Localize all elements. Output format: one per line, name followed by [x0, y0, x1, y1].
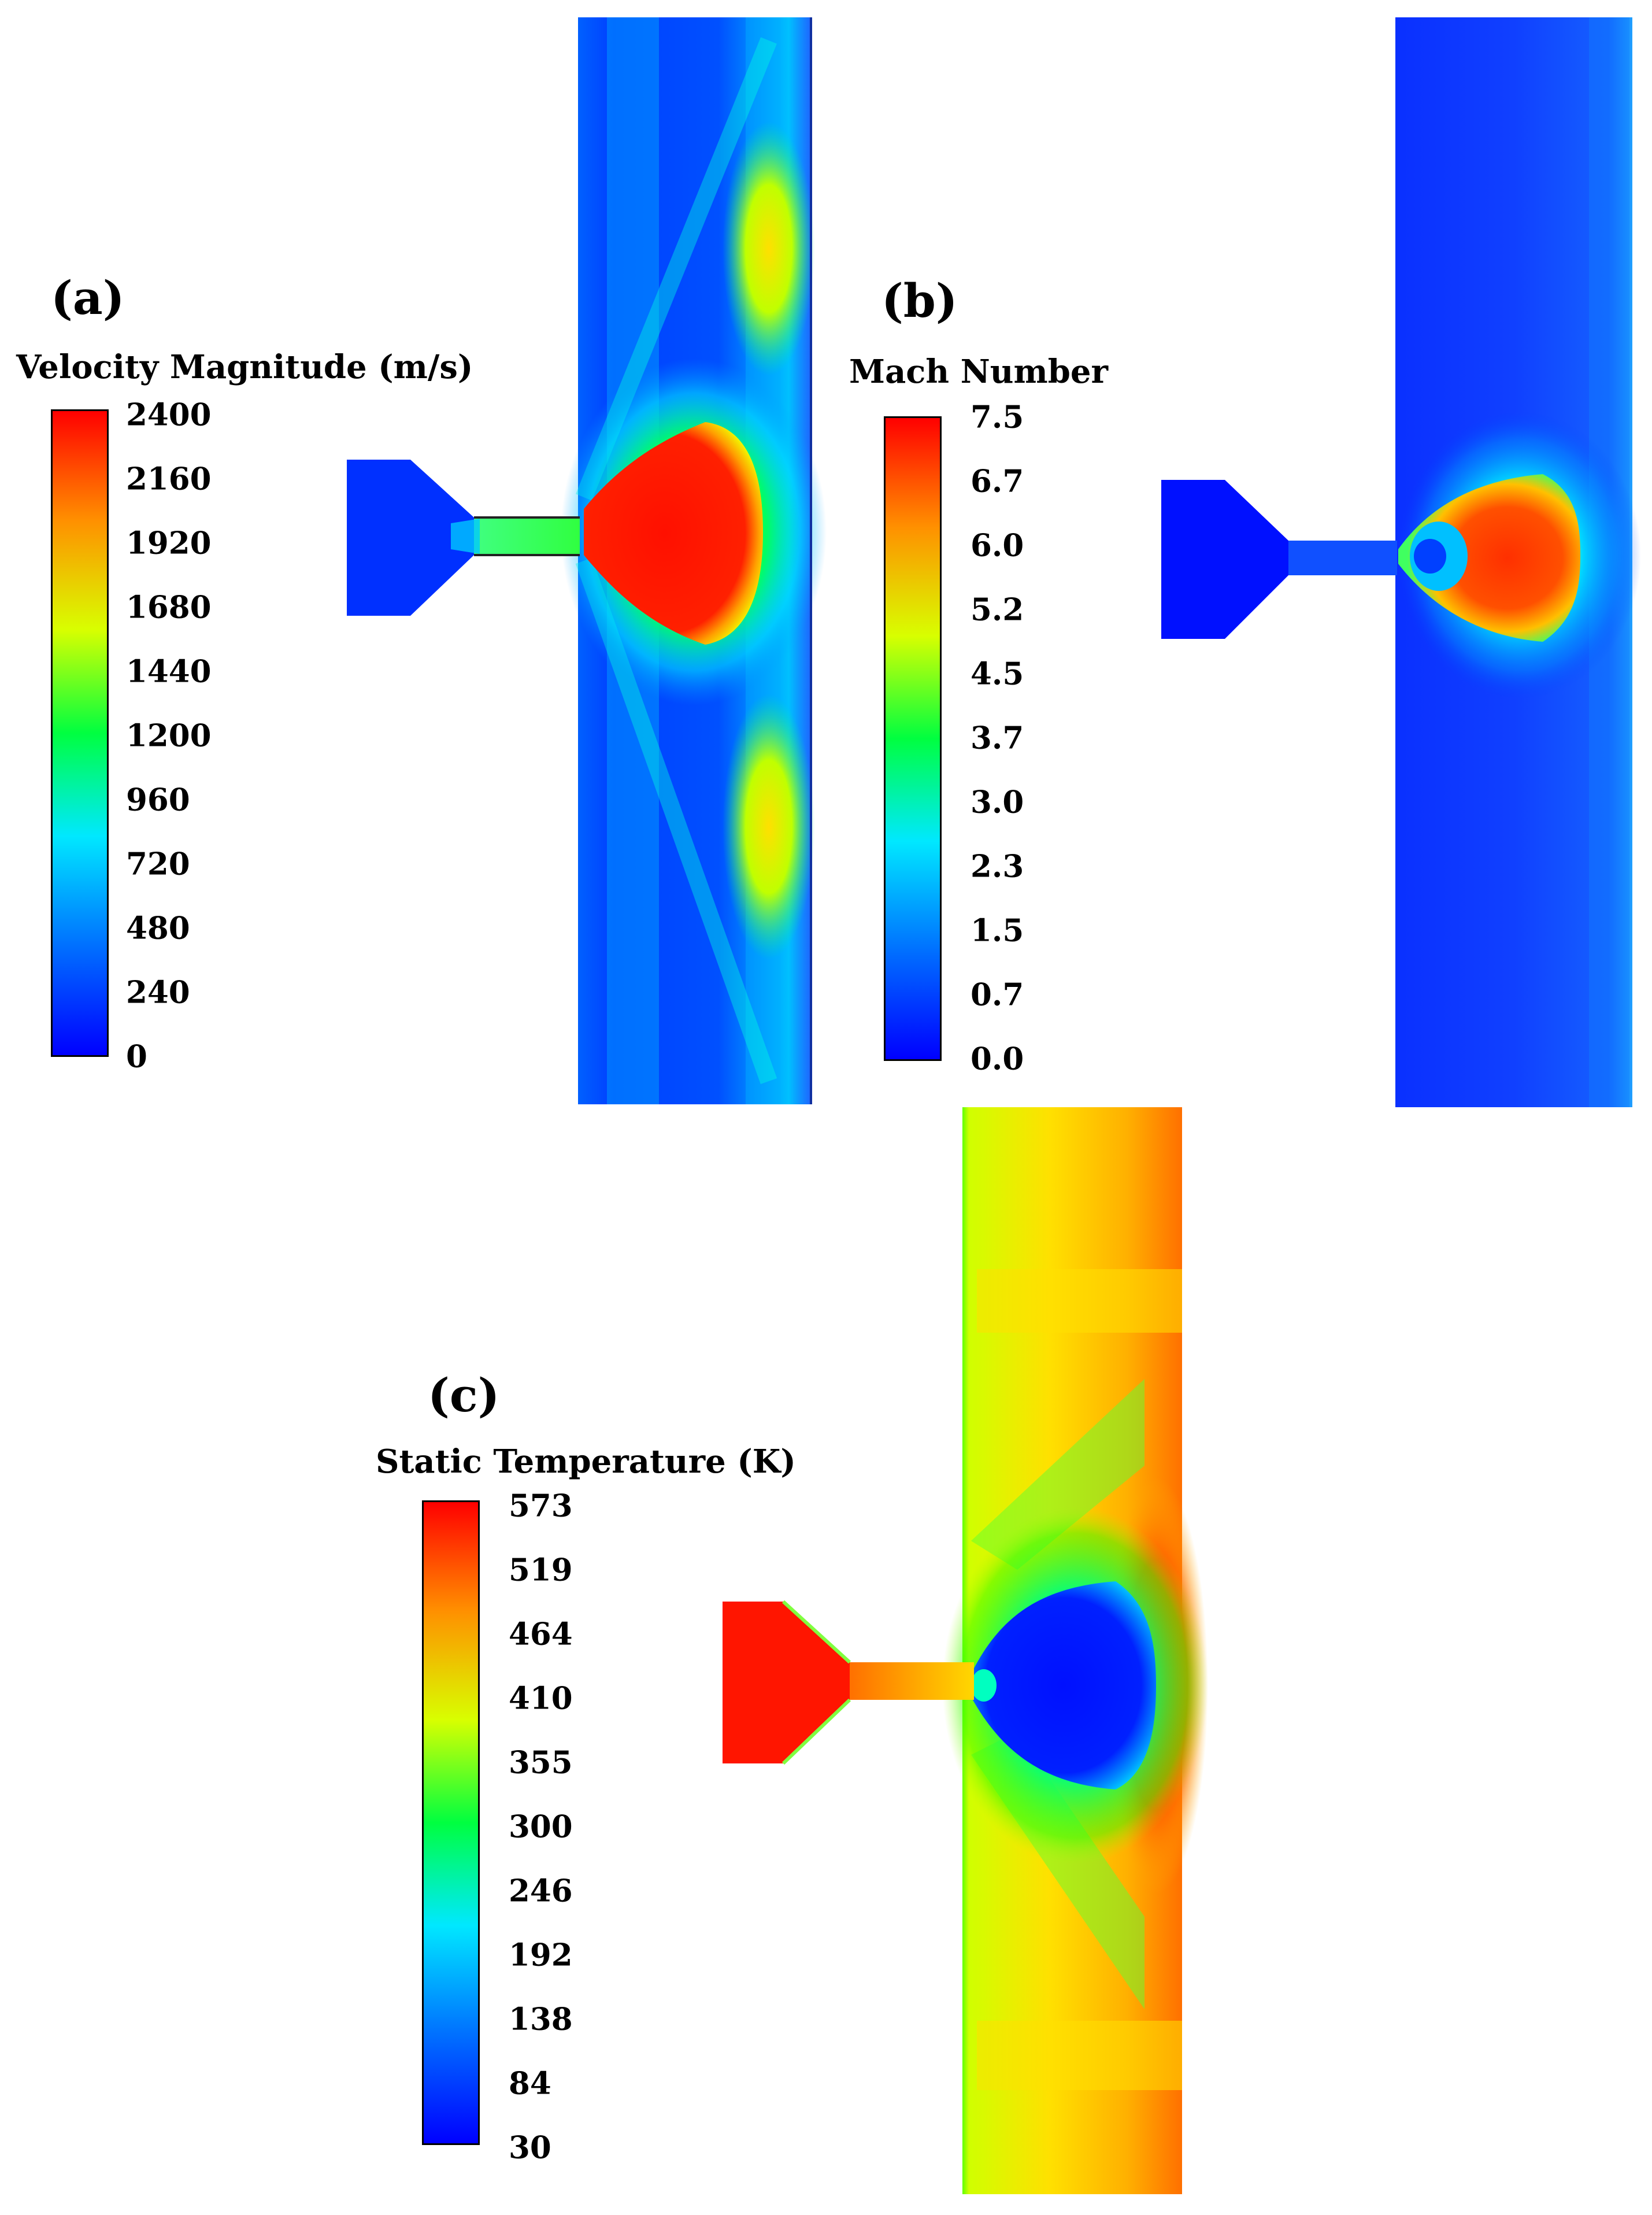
- colorbar-tick: 192: [509, 1937, 573, 1973]
- colorbar-tick: 246: [509, 1873, 573, 1909]
- colorbar-tick: 240: [126, 974, 190, 1011]
- colorbar-tick: 84: [509, 2065, 551, 2102]
- nozzle-throat: [1288, 541, 1397, 575]
- colorbar-tick: 1.5: [971, 912, 1024, 949]
- panel-a-label: (a): [51, 271, 125, 325]
- lower-lobe: [723, 694, 815, 960]
- colorbar-tick: 355: [509, 1744, 573, 1781]
- nozzle-body: [723, 1602, 974, 1763]
- colorbar-tick: 1680: [126, 589, 212, 626]
- colorbar-tick: 2.3: [971, 848, 1024, 885]
- colorbar-tick: 1200: [126, 718, 212, 754]
- colorbar-tick: 1920: [126, 525, 212, 561]
- colorbar-tick: 3.7: [971, 720, 1024, 756]
- colorbar-tick: 960: [126, 782, 190, 818]
- colorbar-tick: 300: [509, 1809, 573, 1845]
- panel-b-label: (b): [881, 273, 958, 328]
- colorbar-tick: 720: [126, 846, 190, 882]
- colorbar-tick: 0: [126, 1038, 147, 1075]
- colorbar-tick: 3.0: [971, 784, 1024, 820]
- mach-colorbar-title: Mach Number: [849, 353, 1109, 391]
- colorbar-tick: 0.0: [971, 1041, 1024, 1077]
- nozzle-throat: [850, 1662, 974, 1700]
- jet-plume: [1398, 474, 1580, 642]
- temperature-colorbar: [422, 1500, 480, 2145]
- colorbar-tick: 7.5: [971, 399, 1024, 435]
- panel-b: (b) Mach Number 7.5 6.7 6.0 5.2 4.5 3.7 …: [826, 0, 1652, 1107]
- colorbar-tick: 6.7: [971, 463, 1024, 500]
- colorbar-tick: 480: [126, 910, 190, 946]
- colorbar-tick: 138: [509, 2001, 573, 2037]
- panel-c-label: (c): [428, 1368, 500, 1422]
- velocity-contour-plot: [347, 17, 827, 1104]
- colorbar-tick: 464: [509, 1616, 573, 1652]
- colorbar-tick: 4.5: [971, 656, 1024, 692]
- velocity-colorbar: [51, 409, 109, 1057]
- nozzle-body: [1161, 480, 1397, 639]
- colorbar-tick: 2160: [126, 461, 212, 497]
- mach-colorbar: [884, 416, 942, 1061]
- jet-plume: [584, 422, 763, 645]
- colorbar-tick: 519: [509, 1552, 573, 1588]
- temperature-colorbar-title: Static Temperature (K): [376, 1443, 796, 1481]
- jet-plume: [971, 1581, 1156, 1789]
- upper-lobe: [723, 121, 815, 376]
- colorbar-tick: 573: [509, 1488, 573, 1524]
- panel-a: (a) Velocity Magnitude (m/s) 2400 2160 1…: [0, 0, 827, 1107]
- colorbar-tick: 0.7: [971, 977, 1024, 1013]
- colorbar-tick: 2400: [126, 397, 212, 433]
- colorbar-tick: 30: [509, 2129, 551, 2166]
- colorbar-tick: 6.0: [971, 527, 1024, 564]
- nozzle-throat: [474, 517, 580, 555]
- colorbar-tick: 5.2: [971, 591, 1024, 628]
- colorbar-tick: 1440: [126, 653, 212, 690]
- panel-c: (c) Static Temperature (K) 573 519 464 4…: [0, 1107, 1652, 2215]
- mach-contour-plot: [1161, 17, 1641, 1107]
- temperature-contour-plot: [723, 1107, 1208, 2194]
- velocity-colorbar-title: Velocity Magnitude (m/s): [16, 348, 473, 386]
- colorbar-tick: 410: [509, 1680, 573, 1717]
